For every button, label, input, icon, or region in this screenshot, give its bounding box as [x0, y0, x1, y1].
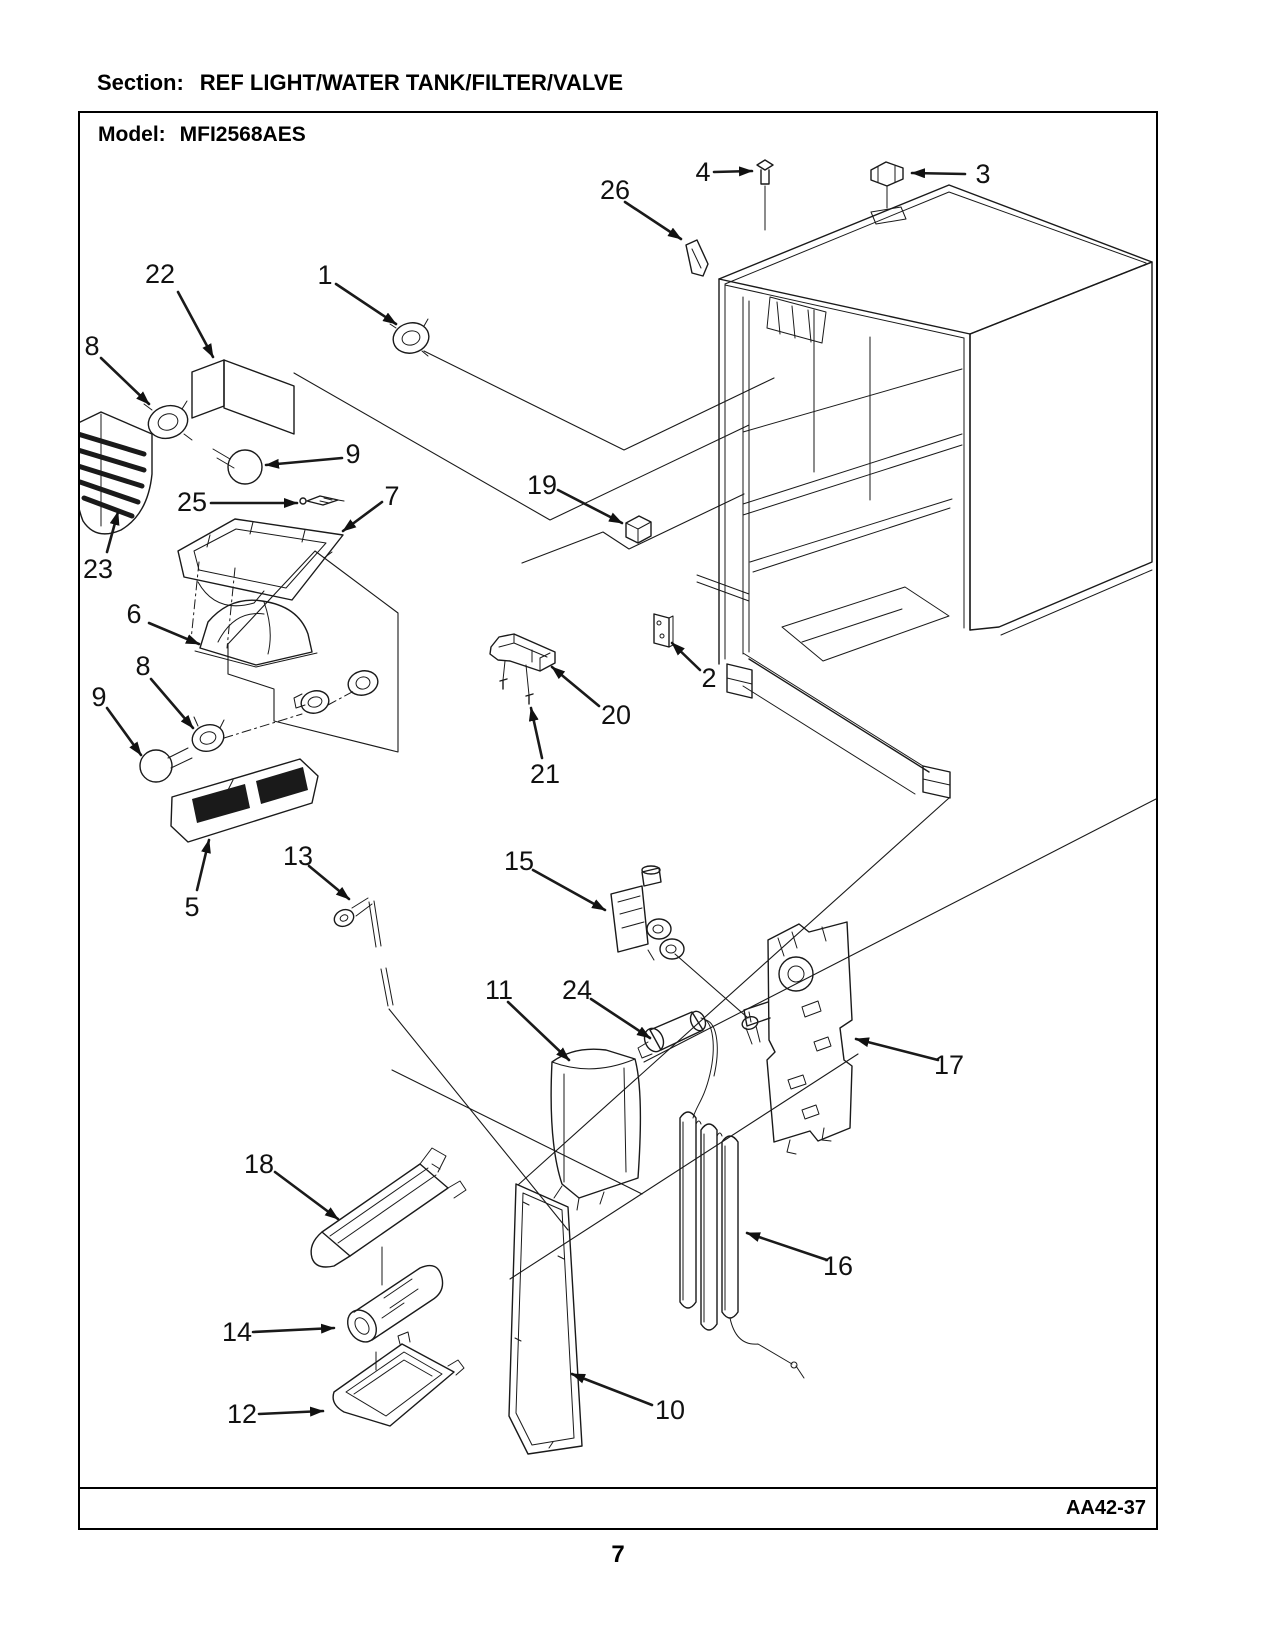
part-14-filter-cartridge: [346, 1264, 444, 1343]
part-26-bracket: [685, 239, 709, 277]
callout-arrow-8-7: [99, 356, 151, 406]
callout-label-25-26: 25: [177, 487, 207, 517]
callout-arrow-19-20: [556, 488, 624, 525]
part-5-lamp-shield: [170, 758, 319, 843]
part-10-tank-panel: [508, 1183, 583, 1455]
callout-label-2-1: 2: [701, 663, 716, 693]
callout-arrow-8-8: [149, 677, 195, 730]
part-20-bracket: [489, 633, 556, 705]
callout-label-18-19: 18: [244, 1149, 274, 1179]
callout-label-14-15: 14: [222, 1317, 252, 1347]
small-fitting: [741, 1016, 761, 1045]
callout-arrow-17-18: [854, 1037, 940, 1062]
part-12-filter-cover: [332, 1331, 465, 1427]
callout-arrow-23-24: [105, 510, 120, 554]
callout-arrow-1-0: [334, 282, 398, 326]
section-label: Section:: [97, 70, 184, 95]
part-6-lamp-lens: [194, 599, 318, 668]
section-header: Section: REF LIGHT/WATER TANK/FILTER/VALV…: [97, 70, 623, 96]
part-15-water-valve: [610, 865, 685, 961]
part-22-insulation-panel: [191, 359, 295, 435]
part-2-mount-plate: [653, 613, 674, 648]
callout-arrow-12-13: [257, 1406, 325, 1417]
callout-arrow-4-3: [712, 166, 754, 177]
callout-label-22-23: 22: [145, 259, 175, 289]
callout-arrow-21-22: [528, 706, 544, 760]
part-1-lamp-socket: [389, 318, 430, 357]
callout-arrow-18-19: [273, 1170, 340, 1221]
part-9-bulb-lower: [139, 747, 193, 783]
callout-arrow-22-23: [176, 290, 215, 359]
callout-label-5-4: 5: [184, 892, 199, 922]
callout-label-3-2: 3: [975, 159, 990, 189]
part-3-clip: [870, 161, 907, 225]
callout-label-8-7: 8: [84, 331, 99, 361]
callout-arrow-5-4: [195, 838, 211, 892]
model-line: Model: MFI2568AES: [98, 123, 306, 147]
callout-arrow-9-10: [105, 706, 143, 757]
callout-label-9-9: 9: [345, 439, 360, 469]
diagram-code: AA42-37: [1065, 1497, 1146, 1519]
part-25-screw: [299, 495, 345, 506]
callout-label-13-14: 13: [283, 841, 313, 871]
callout-label-23-24: 23: [83, 554, 113, 584]
part-4-bolt: [756, 159, 774, 231]
callout-label-20-21: 20: [601, 700, 631, 730]
callout-label-7-6: 7: [384, 481, 399, 511]
part-16-water-tank-coil: [679, 1111, 805, 1379]
callout-arrow-2-1: [670, 641, 702, 672]
callout-arrow-7-6: [341, 500, 384, 533]
callout-label-11-12: 11: [485, 975, 513, 1005]
callout-label-12-13: 12: [227, 1399, 257, 1429]
lamp-socket-and-knob: [293, 670, 379, 714]
callout-label-19-20: 19: [527, 470, 557, 500]
callout-arrow-20-21: [550, 665, 601, 708]
callout-label-1-0: 1: [317, 260, 332, 290]
model-label: Model:: [98, 123, 166, 146]
callout-arrow-14-15: [251, 1323, 336, 1334]
callout-label-15-16: 15: [504, 846, 534, 876]
callout-arrow-9-9: [264, 456, 344, 469]
callout-label-16-17: 16: [823, 1251, 853, 1281]
callout-arrow-24-25: [589, 997, 652, 1040]
model-number: MFI2568AES: [179, 123, 306, 146]
callout-arrow-6-5: [147, 621, 201, 646]
callout-label-24-25: 24: [562, 975, 592, 1005]
callout-arrow-11-12: [506, 1000, 571, 1062]
callout-label-10-11: 10: [655, 1395, 685, 1425]
part-7-lamp-frame: [177, 518, 344, 607]
callout-label-6-5: 6: [126, 599, 141, 629]
callout-label-8-8: 8: [135, 651, 150, 681]
part-11-tank-bracket: [550, 1048, 642, 1211]
part-8-socket-upper: [143, 400, 193, 441]
page-number: 7: [611, 1541, 625, 1568]
code-strip: AA42-37: [80, 1487, 1156, 1528]
callout-arrow-26-27: [623, 200, 683, 241]
callout-layer: 1234567889910111213141516171819202122232…: [83, 157, 991, 1429]
exploded-parts-diagram: 1234567889910111213141516171819202122232…: [80, 157, 1156, 1455]
callout-arrow-3-2: [910, 168, 967, 179]
refrigerator-cabinet: [696, 184, 1153, 799]
section-title: REF LIGHT/WATER TANK/FILTER/VALVE: [199, 70, 624, 95]
part-9-bulb-upper: [212, 448, 263, 485]
callout-arrow-15-16: [531, 868, 607, 912]
part-18-filter-housing: [310, 1147, 467, 1268]
diagram-frame: Model: MFI2568AES: [78, 111, 1158, 1530]
part-17-valve-bracket: [743, 921, 853, 1155]
callout-label-26-27: 26: [600, 175, 630, 205]
part-24-solenoid: [637, 1010, 718, 1119]
part-19-grommet: [625, 515, 652, 544]
part-13-fill-tube: [333, 897, 394, 1007]
callout-arrow-13-14: [307, 864, 351, 901]
callout-label-21-22: 21: [530, 759, 560, 789]
detail-region-outline: [227, 550, 399, 753]
callout-label-17-18: 17: [934, 1050, 964, 1080]
callout-arrow-10-11: [570, 1372, 654, 1407]
callout-arrow-16-17: [745, 1231, 829, 1262]
part-8-socket-lower: [191, 716, 225, 753]
part-23-louvered-cover: [80, 411, 153, 535]
callout-label-4-3: 4: [695, 157, 710, 187]
callout-label-9-10: 9: [91, 682, 106, 712]
